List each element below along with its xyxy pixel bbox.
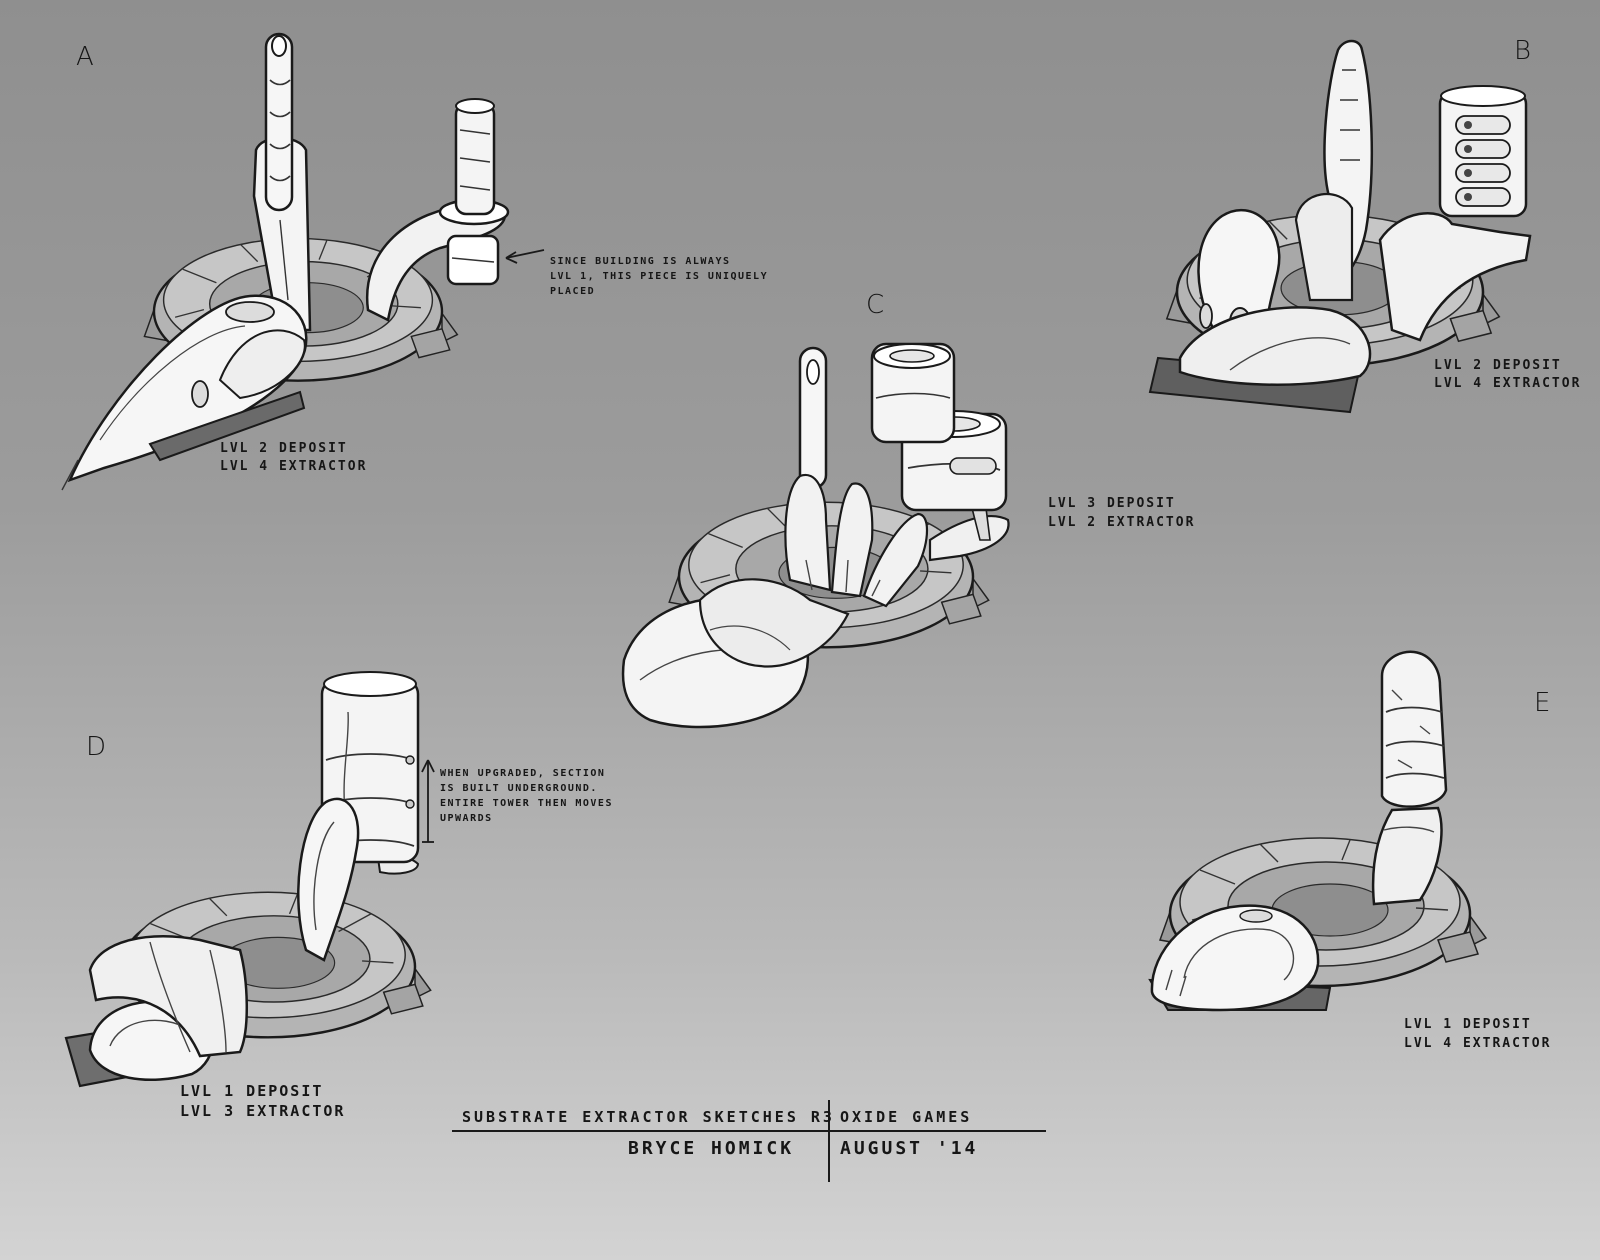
variant-a-deposit-level: LVL 2 DEPOSIT — [220, 441, 348, 456]
variant-d-annotation: WHEN UPGRADED, SECTION IS BUILT UNDERGRO… — [440, 768, 613, 824]
variant-a-annotation: SINCE BUILDING IS ALWAYS LVL 1, THIS PIE… — [550, 256, 769, 297]
variant-b-extractor-level: LVL 4 EXTRACTOR — [1434, 376, 1582, 391]
variant-d-extractor-level: LVL 3 EXTRACTOR — [180, 1102, 346, 1120]
variant-b-deposit-level: LVL 2 DEPOSIT — [1434, 358, 1562, 373]
sketch-a-extractor — [61, 32, 510, 491]
variant-c-deposit-level: LVL 3 DEPOSIT — [1048, 496, 1176, 511]
sketch-c-extractor — [621, 342, 1010, 729]
variant-c-extractor-level: LVL 2 EXTRACTOR — [1048, 515, 1196, 530]
variant-letter-d: D — [86, 732, 107, 762]
sheet-title: SUBSTRATE EXTRACTOR SKETCHES R3 — [462, 1108, 835, 1126]
artist-name: BRYCE HOMICK — [628, 1138, 795, 1159]
sheet-date: AUGUST '14 — [840, 1138, 979, 1159]
variant-letter-c: C — [866, 290, 885, 320]
sketch-b-extractor — [1148, 39, 1532, 414]
sketch-e-extractor — [1148, 650, 1488, 1012]
variant-letter-b: B — [1514, 36, 1532, 66]
studio-name: OXIDE GAMES — [840, 1108, 973, 1126]
sketch-d-vertical-arrow — [421, 759, 435, 843]
sketch-a-callout-arrow — [505, 249, 545, 264]
variant-d-deposit-level: LVL 1 DEPOSIT — [180, 1082, 324, 1100]
variant-e-extractor-level: LVL 4 EXTRACTOR — [1404, 1036, 1552, 1051]
variant-letter-e: E — [1534, 688, 1551, 718]
title-block-rules — [452, 1100, 1046, 1182]
variant-e-deposit-level: LVL 1 DEPOSIT — [1404, 1017, 1532, 1032]
variant-letter-a: A — [76, 42, 94, 72]
variant-a-extractor-level: LVL 4 EXTRACTOR — [220, 459, 368, 474]
sketch-d-extractor — [64, 671, 432, 1088]
